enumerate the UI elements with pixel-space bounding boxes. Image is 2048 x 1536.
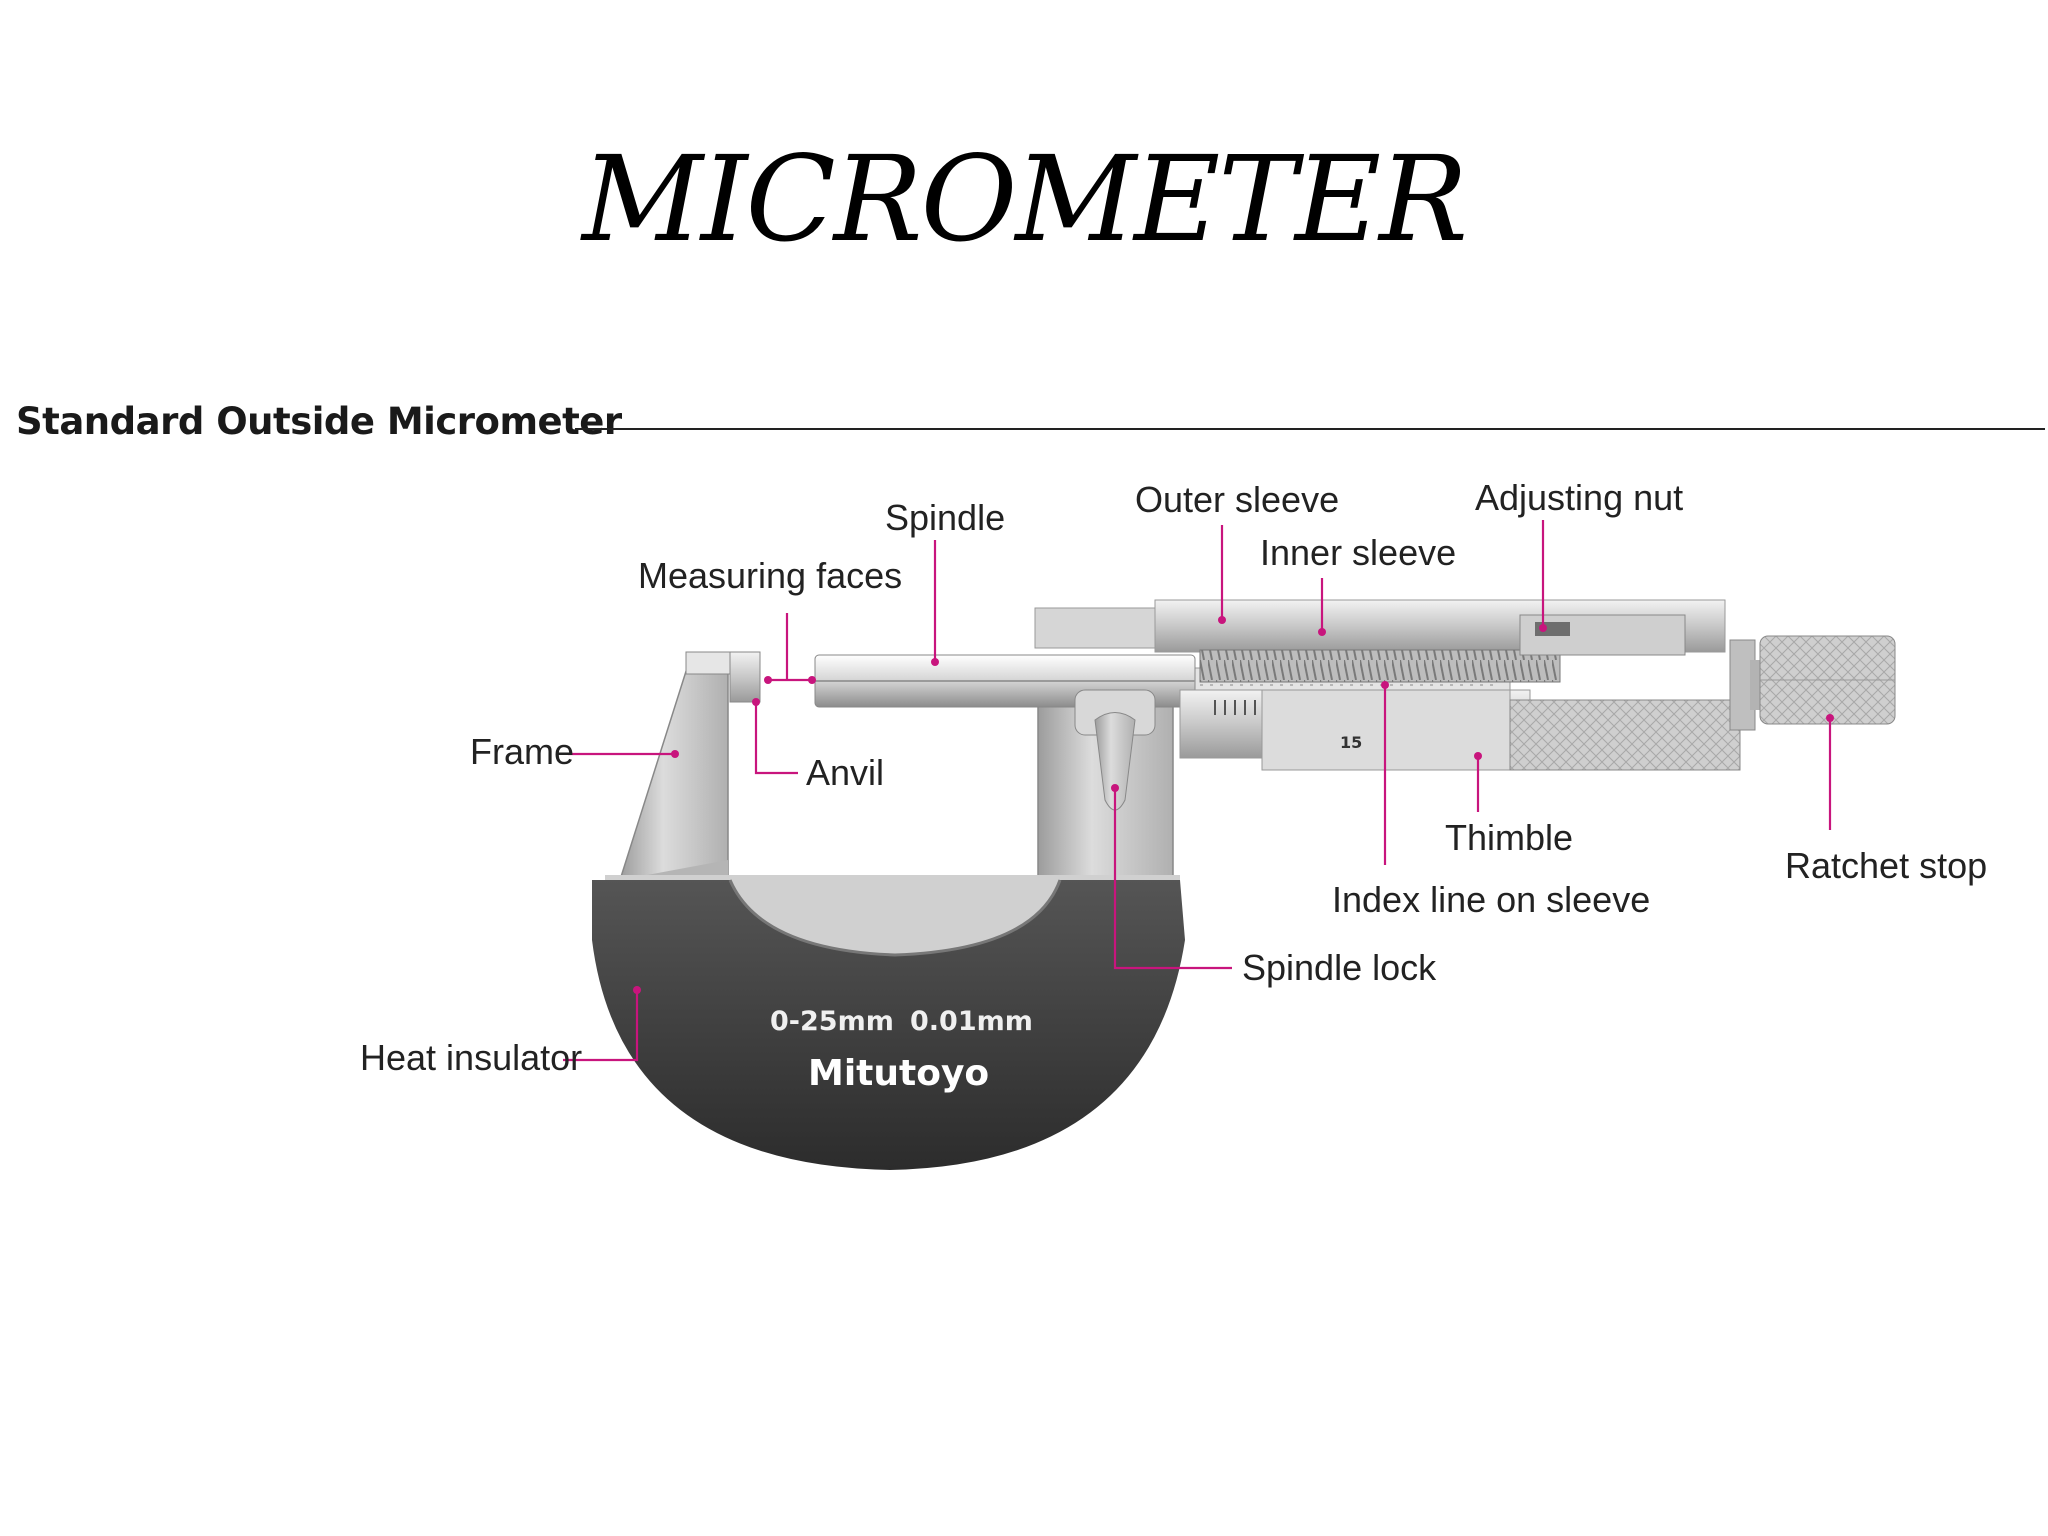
label-frame: Frame	[470, 731, 574, 772]
label-ratchet-stop: Ratchet stop	[1785, 845, 1987, 886]
label-thimble: Thimble	[1445, 817, 1573, 858]
brand-logo: Mitutoyo	[808, 1053, 989, 1094]
thimble-body: 15	[1179, 639, 1756, 771]
leader-lines	[563, 520, 1834, 1062]
range-marking: 0-25mm	[770, 1006, 894, 1037]
page-title: MICROMETER	[582, 130, 1468, 268]
resolution-marking: 0.01mm	[910, 1006, 1033, 1037]
ratchet-stop-body	[1750, 635, 1896, 725]
label-outer-sleeve: Outer sleeve	[1135, 479, 1339, 520]
label-heat-insulator: Heat insulator	[360, 1037, 582, 1078]
label-measuring-faces: Measuring faces	[638, 555, 902, 596]
subtitle-rule	[575, 428, 2045, 430]
spindle-lock-body	[1074, 689, 1156, 811]
label-spindle-lock: Spindle lock	[1242, 947, 1437, 988]
label-inner-sleeve: Inner sleeve	[1260, 532, 1456, 573]
label-index-line: Index line on sleeve	[1332, 879, 1650, 920]
diagram-subtitle: Standard Outside Micrometer	[16, 400, 622, 443]
label-anvil: Anvil	[806, 752, 884, 793]
label-adjusting-nut: Adjusting nut	[1475, 477, 1683, 518]
heat-insulator-body: 0-25mm 0.01mm Mitutoyo	[592, 879, 1185, 1170]
anvil-body	[729, 651, 761, 703]
label-spindle: Spindle	[885, 497, 1005, 538]
thimble-number: 15	[1340, 733, 1362, 752]
